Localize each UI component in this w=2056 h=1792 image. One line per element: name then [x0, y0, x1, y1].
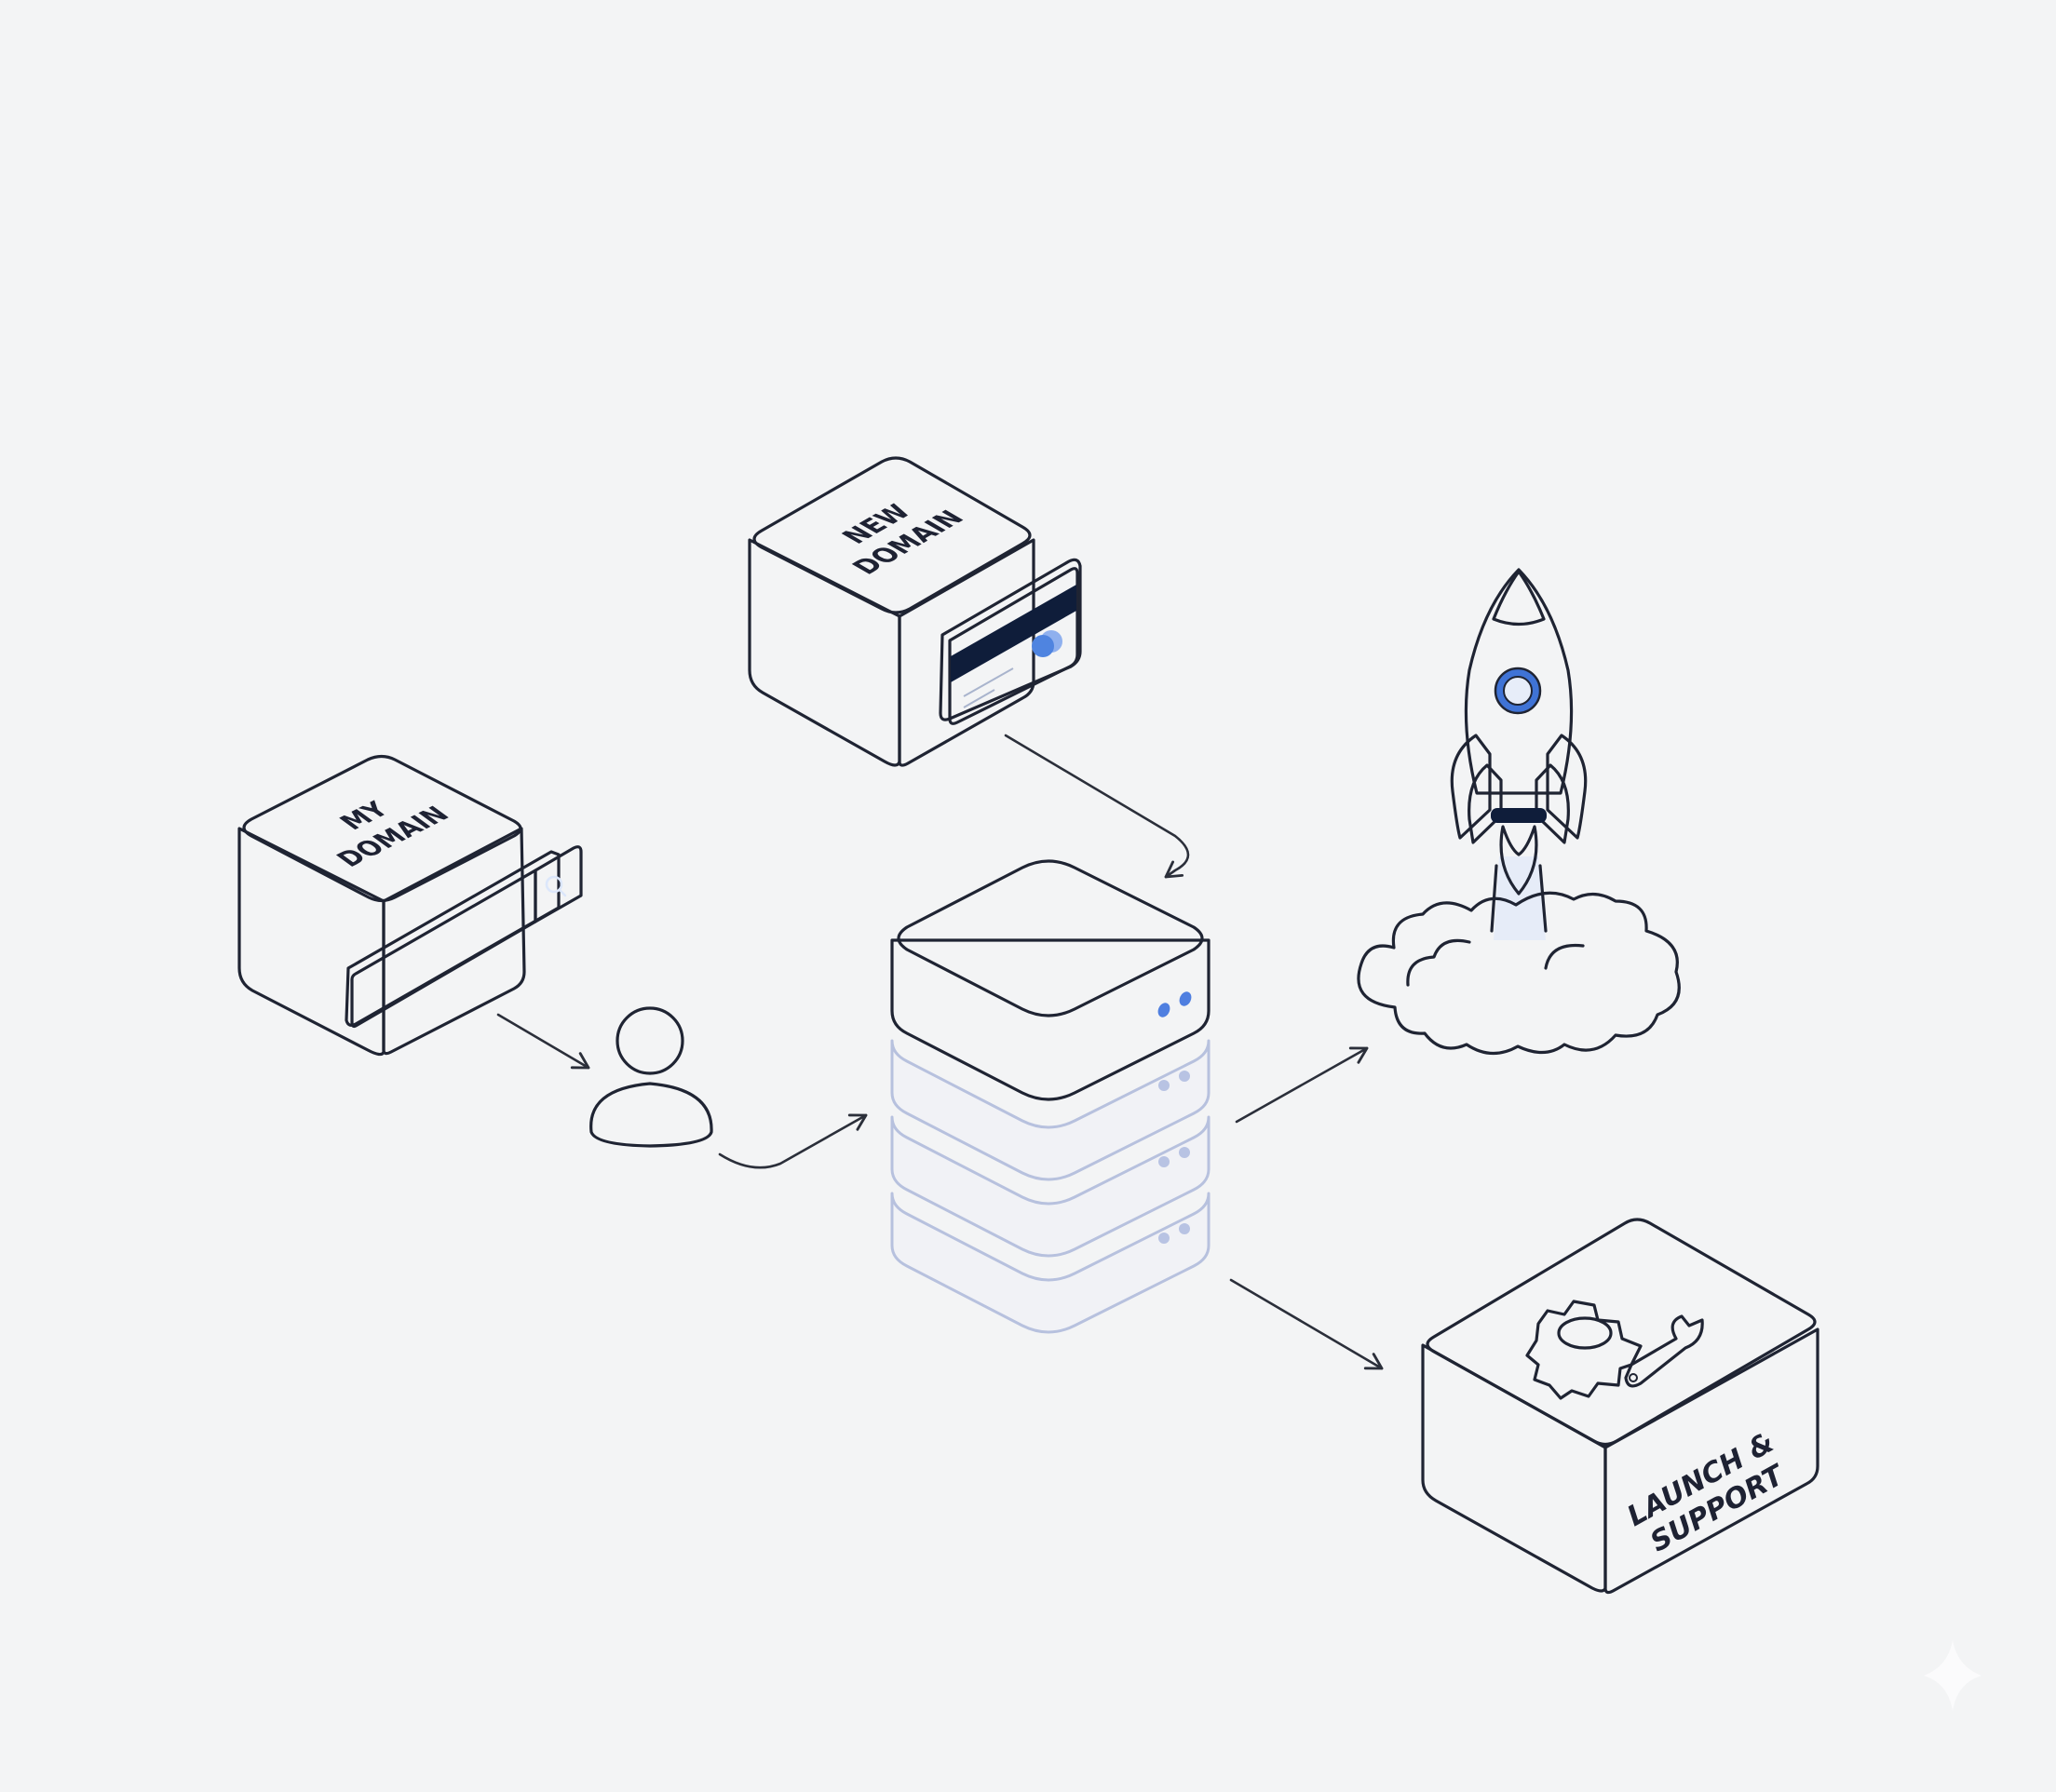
cube-right-face	[382, 827, 526, 1056]
new-domain-cube[interactable]: NEW DOMAIN	[748, 456, 1082, 767]
my-domain-cube[interactable]: MY DOMAIN	[237, 754, 583, 1057]
launch-support-block[interactable]: LAUNCH & SUPPORT	[1421, 1218, 1819, 1595]
search-button[interactable]	[534, 845, 583, 923]
server-indicator-light	[1157, 1003, 1170, 1017]
server-indicator-light	[1179, 991, 1192, 1006]
cloud-icon	[1357, 891, 1681, 1056]
server-layer-ghost-1	[890, 1039, 1211, 1181]
credit-card	[939, 558, 1082, 725]
server-stack[interactable]	[890, 859, 1211, 1334]
edge-mydomain-to-user	[496, 1013, 590, 1070]
edge-server-to-rocket	[1235, 1046, 1369, 1124]
cube-top-face	[242, 754, 522, 903]
user-icon[interactable]	[589, 1006, 713, 1148]
edge-user-to-server	[718, 1113, 868, 1169]
block-left-face	[1421, 1343, 1607, 1593]
search-bar[interactable]	[345, 845, 583, 1029]
server-layer-ghost-3	[890, 1192, 1211, 1334]
rocket-launch[interactable]	[1357, 568, 1681, 1056]
block-top-face	[1426, 1218, 1817, 1447]
sparkle-icon	[1924, 1640, 1982, 1711]
server-layer-active	[890, 859, 1211, 1101]
rocket-icon	[1450, 568, 1588, 896]
edge-server-to-launch-support	[1229, 1278, 1384, 1370]
gear-wrench-icon	[1525, 1300, 1704, 1400]
search-icon	[545, 875, 567, 897]
edge-newdomain-to-server	[1004, 734, 1190, 879]
server-layer-ghost-2	[890, 1115, 1211, 1258]
block-right-face	[1603, 1327, 1819, 1595]
search-input[interactable]	[350, 869, 537, 1029]
cube-top-face	[752, 456, 1032, 614]
